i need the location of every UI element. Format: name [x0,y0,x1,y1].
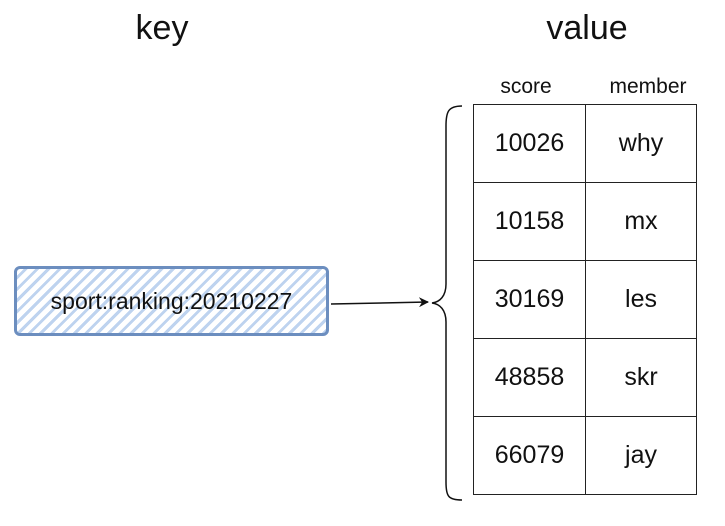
member-cell: les [585,260,697,339]
member-cell: skr [585,338,697,417]
member-column-header: member [609,75,687,98]
score-cell: 10026 [473,104,586,183]
key-heading: key [135,9,189,47]
table-row: 66079 jay [473,416,697,495]
key-to-value-arrow [330,297,429,308]
score-column-header: score [500,75,552,98]
table-row: 10026 why [473,104,697,183]
member-cell: mx [585,182,697,261]
score-cell: 30169 [473,260,586,339]
curly-brace [431,105,463,501]
value-heading: value [546,9,628,47]
table-row: 48858 skr [473,338,697,417]
key-node-label: sport:ranking:20210227 [50,287,293,314]
score-cell: 10158 [473,182,586,261]
key-node[interactable]: sport:ranking:20210227 [14,266,329,336]
table-row: 30169 les [473,260,697,339]
score-cell: 48858 [473,338,586,417]
member-cell: why [585,104,697,183]
member-cell: jay [585,416,697,495]
table-row: 10158 mx [473,182,697,261]
score-cell: 66079 [473,416,586,495]
sorted-set-table: 10026 why 10158 mx 30169 les 48858 skr 6… [473,104,697,495]
